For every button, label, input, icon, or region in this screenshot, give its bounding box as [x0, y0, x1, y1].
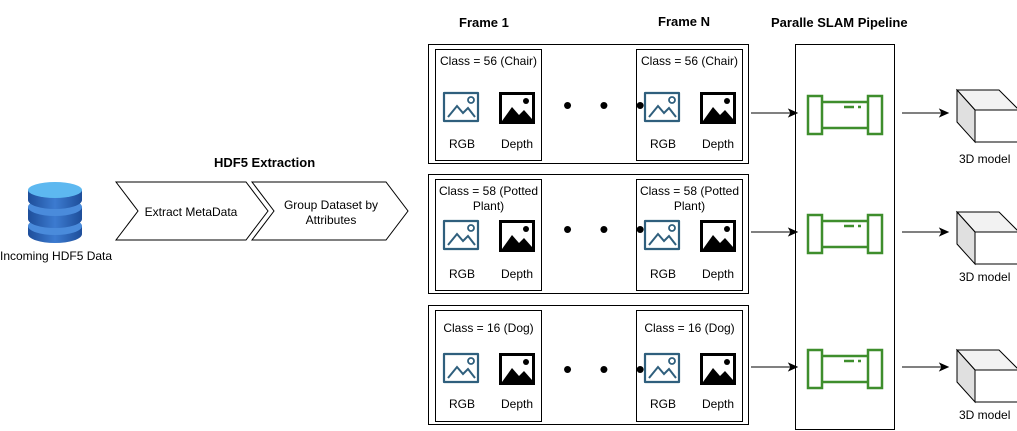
rgb-label: RGB — [448, 397, 475, 411]
frame-1-heading: Frame 1 — [459, 15, 509, 30]
group-row-potted-plant: Class = 58 (Potted Plant) Class = 58 (Po… — [428, 174, 749, 294]
depth-label: Depth — [500, 267, 534, 281]
step-extract-metadata: Extract MetaData — [144, 205, 238, 219]
rgb-image-icon — [442, 352, 480, 384]
ellipsis: • • • — [563, 90, 655, 120]
slam-pipe-icon — [806, 348, 884, 390]
slam-pipe-icon — [806, 213, 884, 255]
step-group-dataset: Group Dataset by Attributes — [283, 198, 379, 227]
class-label: Class = 56 (Chair) — [640, 54, 739, 68]
ellipsis: • • • — [563, 354, 655, 384]
depth-label: Depth — [701, 267, 735, 281]
class-label: Class = 16 (Dog) — [443, 321, 534, 335]
extraction-chevrons — [114, 181, 409, 241]
model-label: 3D model — [959, 270, 1011, 284]
depth-label: Depth — [701, 137, 735, 151]
cube-3d-icon — [955, 348, 1017, 404]
depth-label: Depth — [701, 397, 735, 411]
arrow-to-pipeline — [751, 108, 799, 118]
rgb-image-icon — [442, 91, 480, 123]
hdf5-extraction-heading: HDF5 Extraction — [214, 155, 316, 170]
depth-image-icon — [499, 220, 535, 252]
class-label: Class = 16 (Dog) — [644, 321, 735, 335]
class-label: Class = 58 (Potted Plant) — [639, 184, 740, 213]
arrow-to-model — [902, 108, 950, 118]
source-label: Incoming HDF5 Data — [0, 249, 113, 263]
rgb-label: RGB — [448, 137, 475, 151]
model-label: 3D model — [959, 152, 1011, 166]
ellipsis: • • • — [563, 214, 655, 244]
depth-label: Depth — [500, 397, 534, 411]
rgb-image-icon — [643, 219, 681, 251]
arrow-to-pipeline — [751, 227, 799, 237]
arrow-to-pipeline — [751, 362, 799, 372]
cube-3d-icon — [955, 210, 1017, 266]
depth-image-icon — [700, 353, 736, 385]
slam-pipeline-panel — [795, 44, 895, 430]
depth-image-icon — [499, 353, 535, 385]
database-icon — [28, 182, 82, 243]
arrow-to-model — [902, 227, 950, 237]
cube-3d-icon — [955, 88, 1017, 144]
slam-pipe-icon — [806, 94, 884, 136]
depth-image-icon — [700, 220, 736, 252]
rgb-image-icon — [643, 91, 681, 123]
depth-image-icon — [700, 92, 736, 124]
model-label: 3D model — [959, 408, 1011, 422]
rgb-image-icon — [442, 219, 480, 251]
class-label: Class = 58 (Potted Plant) — [438, 184, 539, 213]
rgb-label: RGB — [649, 137, 676, 151]
depth-label: Depth — [500, 137, 534, 151]
rgb-label: RGB — [649, 267, 676, 281]
class-label: Class = 56 (Chair) — [439, 54, 538, 68]
rgb-label: RGB — [649, 397, 676, 411]
depth-image-icon — [499, 92, 535, 124]
rgb-label: RGB — [448, 267, 475, 281]
arrow-to-model — [902, 362, 950, 372]
rgb-image-icon — [643, 352, 681, 384]
slam-pipeline-heading: Paralle SLAM Pipeline — [771, 15, 908, 30]
frame-n-heading: Frame N — [658, 14, 711, 29]
